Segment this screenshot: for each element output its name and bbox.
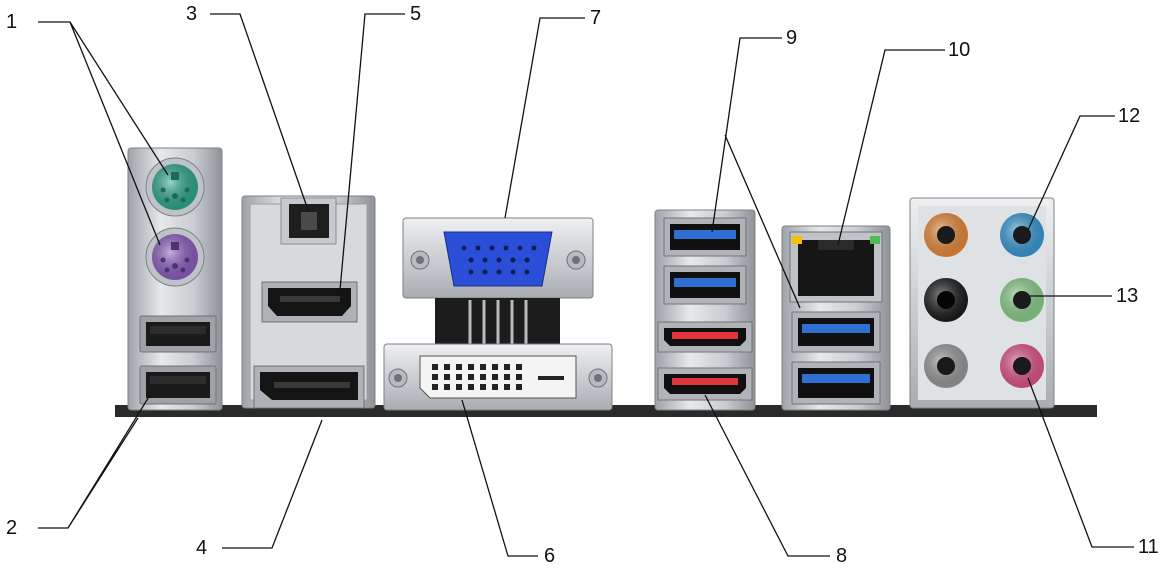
audio-jack-blue — [1000, 213, 1044, 257]
callout-label-1: 1 — [6, 11, 17, 33]
callout-labels: 1 2 3 4 5 6 7 8 9 10 11 12 13 — [6, 3, 1159, 567]
lan-port — [789, 231, 883, 303]
usb3-port-lan-upper — [791, 311, 881, 353]
callout-label-8: 8 — [836, 545, 847, 567]
optical-hdmi-displayport-stack — [241, 195, 376, 409]
leader-6 — [461, 399, 538, 557]
ps2-mouse-port — [145, 157, 205, 217]
leader-9 — [711, 37, 801, 309]
ps2-usb-stack — [127, 147, 223, 411]
audio-jack-gray — [924, 344, 968, 388]
leader-3 — [210, 13, 309, 211]
callout-label-2: 2 — [6, 517, 17, 539]
optical-spdif-port — [280, 197, 337, 245]
audio-jack-pink — [1000, 344, 1044, 388]
callout-label-12: 12 — [1118, 105, 1140, 127]
leader-5 — [339, 13, 405, 291]
leader-12 — [1027, 115, 1115, 231]
callout-label-10: 10 — [948, 39, 970, 61]
usb3-port-second — [663, 265, 747, 305]
audio-jack-orange — [924, 213, 968, 257]
leader-2 — [38, 394, 151, 529]
audio-jack-green — [1000, 278, 1044, 322]
callout-label-5: 5 — [410, 3, 421, 25]
leader-1 — [38, 21, 169, 246]
displayport-port — [253, 365, 365, 409]
esata-port-upper — [657, 321, 753, 353]
usb3-port-top — [663, 217, 747, 257]
callout-label-9: 9 — [786, 27, 797, 49]
dvi-port — [383, 343, 613, 411]
lan-usb3-stack — [781, 225, 891, 411]
callout-label-7: 7 — [590, 7, 601, 29]
callout-label-6: 6 — [544, 545, 555, 567]
usb2-port-lower — [139, 365, 217, 405]
audio-jack-black — [924, 278, 968, 322]
leader-8 — [704, 394, 830, 557]
leader-4 — [222, 419, 323, 549]
esata-port-lower — [657, 367, 753, 401]
usb3-esata-stack — [654, 209, 756, 411]
hdmi-port — [261, 281, 358, 323]
leader-lines — [38, 13, 1134, 557]
callout-label-11: 11 — [1138, 536, 1159, 558]
callout-label-3: 3 — [186, 3, 197, 25]
usb3-port-lan-lower — [791, 361, 881, 405]
audio-jack-panel — [909, 197, 1055, 409]
leader-10 — [837, 49, 945, 246]
vga-port — [443, 231, 553, 287]
leader-11 — [1027, 377, 1134, 548]
callout-label-4: 4 — [196, 537, 207, 559]
ps2-keyboard-port — [145, 227, 205, 287]
leader-7 — [504, 17, 585, 219]
vga-dvi-stack — [383, 217, 613, 411]
usb2-port-upper — [139, 315, 217, 353]
callout-label-13: 13 — [1116, 285, 1138, 307]
